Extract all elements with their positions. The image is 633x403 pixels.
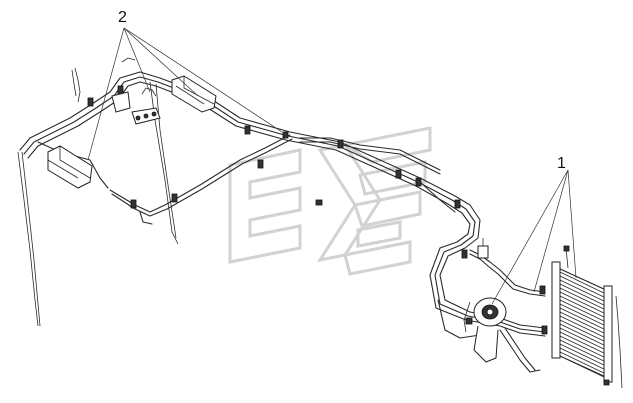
condenser-fin: [559, 355, 607, 379]
condenser-fin: [559, 299, 607, 323]
compressor: [463, 297, 507, 363]
condenser-fin: [559, 271, 607, 295]
condenser-fin: [559, 335, 607, 359]
condenser: [551, 245, 623, 389]
condenser-fin: [559, 319, 607, 343]
condenser-fin: [559, 279, 607, 303]
condenser-fin: [559, 311, 607, 335]
condenser-fin: [559, 315, 607, 339]
condenser-fin: [559, 295, 607, 319]
condenser-fin: [559, 347, 607, 371]
condenser-fin: [559, 275, 607, 299]
evaporator-unit-upper: [171, 75, 217, 113]
callout-label-1: 1: [557, 155, 566, 172]
condenser-fin: [559, 323, 607, 347]
expansion-valve-bracket: [111, 87, 161, 125]
loose-lines: [17, 57, 179, 327]
condenser-fin: [559, 331, 607, 355]
hose-clamps: [87, 85, 548, 335]
receiver-drier: [477, 238, 489, 259]
condenser-fin: [559, 303, 607, 327]
hose-bundle: [19, 71, 546, 373]
condenser-fin: [559, 351, 607, 375]
condenser-fin: [559, 343, 607, 367]
callout-label-2: 2: [118, 9, 127, 26]
condenser-fin: [559, 339, 607, 363]
condenser-fin: [559, 291, 607, 315]
condenser-fin: [559, 307, 607, 331]
condenser-fin: [559, 327, 607, 351]
condenser-fin: [559, 287, 607, 311]
condenser-fin: [559, 283, 607, 307]
leader-lines: [87, 27, 577, 305]
evaporator-unit-left: [47, 145, 93, 189]
